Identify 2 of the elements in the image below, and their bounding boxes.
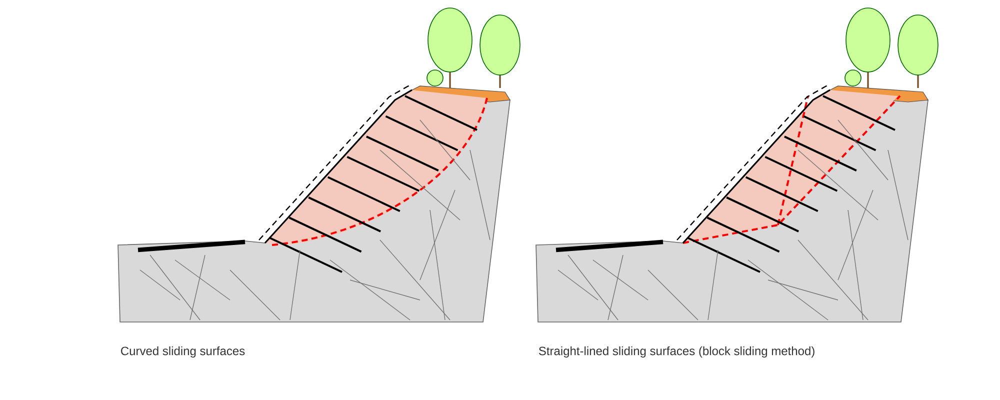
caption: Straight-lined sliding surfaces (block sliding method) bbox=[538, 346, 814, 358]
caption: Curved sliding surfaces bbox=[121, 346, 245, 358]
